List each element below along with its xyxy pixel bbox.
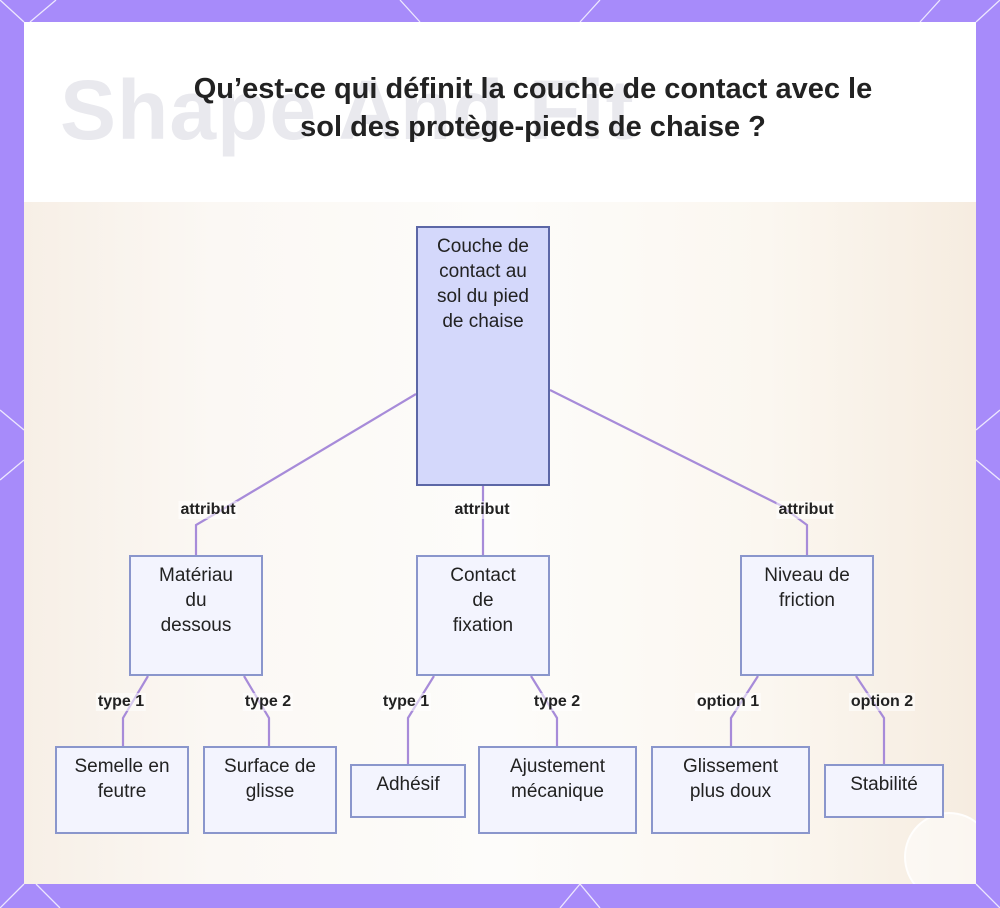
node-root-label: Couche de contact au sol du pied de chai… [437,236,529,332]
edge-fixation-mecanique [530,675,559,746]
edge-materiau-feutre [121,675,149,746]
node-feutre: Semelle en feutre [55,746,189,834]
edge-label-root-friction: attribut [776,501,836,519]
node-materiau-label: Matériau du dessous [159,565,233,636]
node-friction-label: Niveau de friction [764,565,850,611]
edge-label-root-fixation: attribut [452,501,512,519]
node-mecanique: Ajustement mécanique [478,746,637,834]
edge-label-root-materiau: attribut [178,501,238,519]
node-mecanique-label: Ajustement mécanique [509,756,606,802]
node-materiau: Matériau du dessous [129,555,263,676]
node-fixation: Contact de fixation [416,555,550,676]
edge-materiau-glisse [243,675,271,746]
node-adhesif: Adhésif [350,764,466,818]
edge-friction-stabilite [855,675,886,764]
node-glisse: Surface de glisse [203,746,337,834]
node-glisse-label: Surface de glisse [224,756,316,802]
node-root: Couche de contact au sol du pied de chai… [416,226,550,486]
edge-root-friction [549,389,809,555]
node-glissement: Glissement plus doux [651,746,810,834]
edge-label-materiau-glisse: type 2 [242,693,294,711]
diagram-title: Qu’est-ce qui définit la couche de conta… [193,73,873,143]
edge-label-fixation-mecanique: type 2 [531,693,583,711]
node-fixation-label: Contact de fixation [450,565,516,636]
node-stabilite-label: Stabilité [850,774,918,795]
edge-root-materiau [194,393,417,555]
edge-fixation-adhesif [406,675,435,764]
edge-label-friction-stabilite: option 2 [848,693,916,711]
node-friction: Niveau de friction [740,555,874,676]
edge-friction-glissement [729,675,759,746]
edge-label-friction-glissement: option 1 [694,693,762,711]
node-feutre-label: Semelle en feutre [74,756,170,802]
background-text: Shape And Fit [60,63,635,157]
node-glissement-label: Glissement plus doux [682,756,779,802]
node-adhesif-label: Adhésif [376,774,440,795]
edge-label-materiau-feutre: type 1 [95,693,147,711]
edge-label-fixation-adhesif: type 1 [380,693,432,711]
node-stabilite: Stabilité [824,764,944,818]
